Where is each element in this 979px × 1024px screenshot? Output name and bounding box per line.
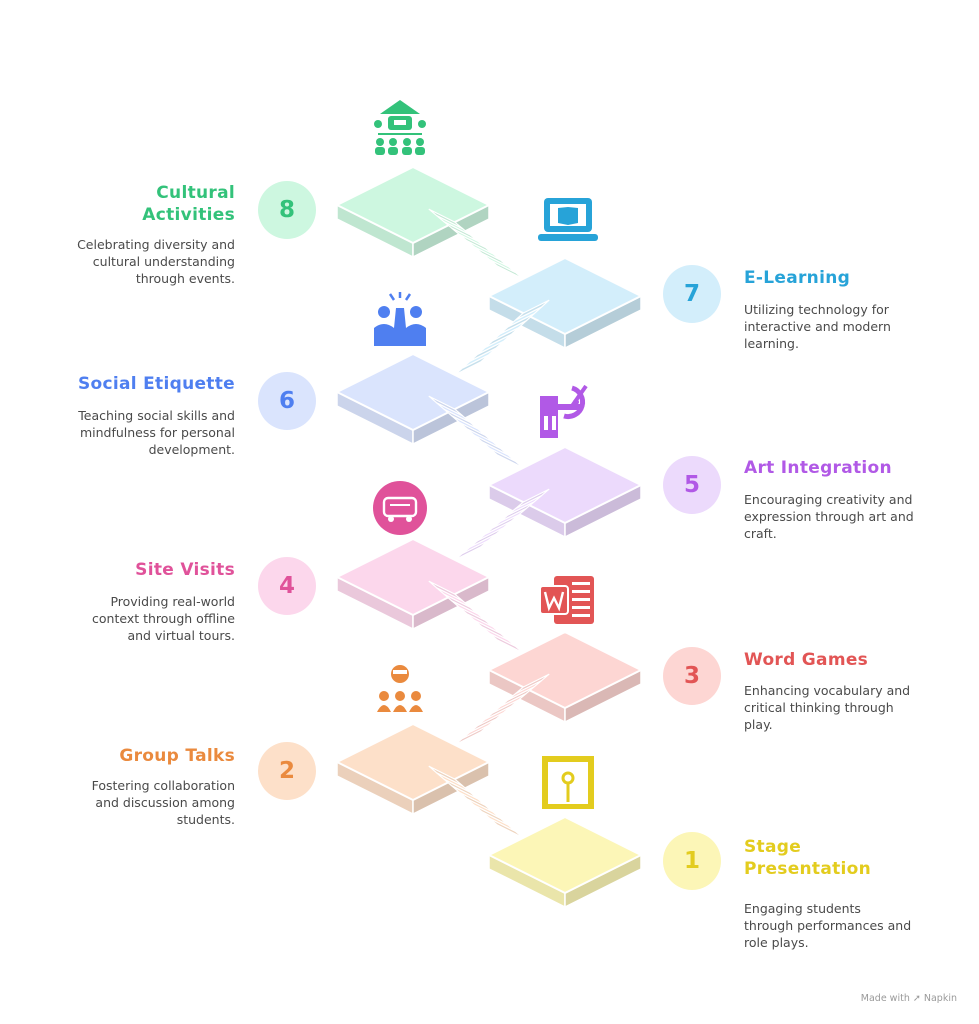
step-number-badge: 7: [663, 265, 721, 323]
stage-microphone-icon: [542, 756, 594, 809]
step-description: Celebrating diversity and cultural under…: [77, 237, 235, 286]
stair-flight-3: [454, 673, 550, 746]
step-description: Providing real-world context through off…: [92, 594, 235, 643]
step-title: Site Visits: [135, 560, 235, 580]
bus-icon: [373, 481, 427, 535]
stair-flight-6: [428, 395, 524, 469]
step-description: Teaching social skills and mindfulness f…: [78, 408, 235, 457]
step-title: Group Talks: [119, 746, 235, 766]
step-title: Cultural Activities: [142, 183, 235, 225]
step-number-badge: 5: [663, 456, 721, 514]
stair-flight-2: [428, 765, 524, 839]
laptop-book-icon: [538, 198, 598, 241]
stair-flight-5: [454, 488, 550, 561]
platform-step-1: [488, 816, 642, 908]
step-number-badge: 1: [663, 832, 721, 890]
step-number-badge: 3: [663, 647, 721, 705]
art-palette-icon: [540, 384, 588, 438]
footer-credit: Made with ➚ Napkin: [861, 993, 957, 1004]
step-title: Stage Presentation: [744, 837, 872, 879]
step-title: Social Etiquette: [78, 374, 235, 394]
step-description: Enhancing vocabulary and critical thinki…: [744, 683, 911, 732]
step-description: Utilizing technology for interactive and…: [744, 302, 891, 351]
stair-flight-8: [428, 208, 524, 280]
step-description: Fostering collaboration and discussion a…: [91, 778, 235, 827]
stair-flight-4: [428, 580, 524, 654]
cultural-mask-icon: [374, 100, 426, 155]
step-description: Engaging students through performances a…: [744, 901, 912, 950]
footer-brand: Napkin: [923, 993, 957, 1004]
step-description: Encouraging creativity and expression th…: [744, 492, 914, 541]
footer-made-with: Made with: [860, 993, 910, 1004]
high-five-icon: [374, 292, 426, 346]
step-title: Art Integration: [744, 458, 892, 478]
step-number-badge: 6: [258, 372, 316, 430]
staircase-layer: [336, 166, 642, 908]
group-audience-icon: [377, 665, 423, 712]
step-number-badge: 8: [258, 181, 316, 239]
step-number-badge: 2: [258, 742, 316, 800]
platform-step-8: [336, 166, 490, 258]
step-number-badge: 4: [258, 557, 316, 615]
stair-flight-7: [454, 299, 550, 376]
step-title: E-Learning: [744, 268, 851, 288]
napkin-logo-icon: ➚: [912, 993, 921, 1004]
step-title: Word Games: [744, 650, 869, 670]
word-document-icon: [539, 576, 594, 624]
